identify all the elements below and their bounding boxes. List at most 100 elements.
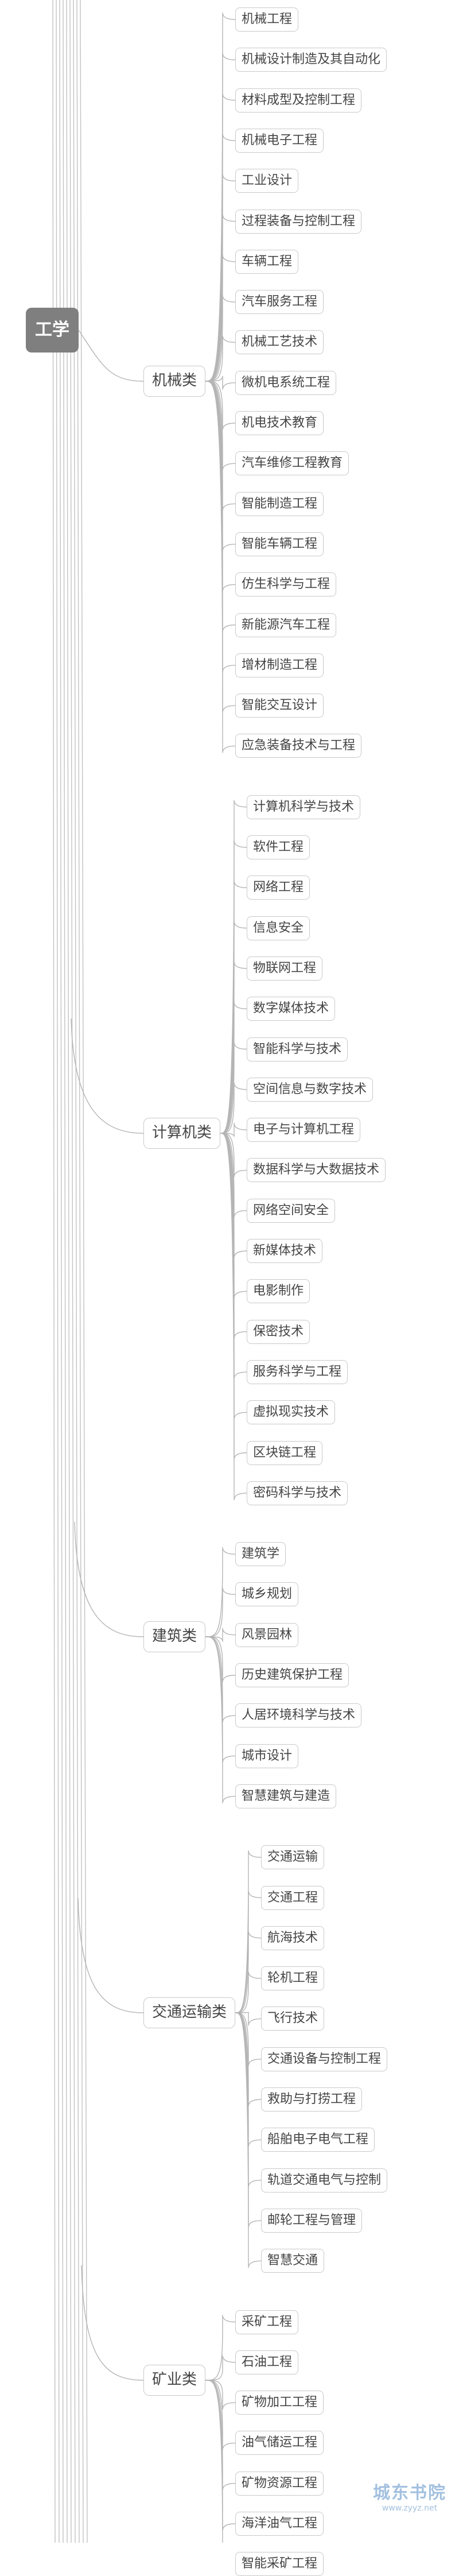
major-node[interactable]: 应急装备技术与工程 [235,734,362,758]
connector-line [66,0,72,2543]
major-node[interactable]: 汽车服务工程 [235,290,324,315]
major-node[interactable]: 城乡规划 [235,1582,299,1607]
major-node[interactable]: 交通运输 [261,1845,325,1870]
major-node[interactable]: 采矿工程 [235,2310,299,2334]
connector-line [205,2380,236,2410]
major-node[interactable]: 机电技术教育 [235,411,324,435]
major-node[interactable]: 电影制作 [247,1279,310,1304]
major-node[interactable]: 智能采矿工程 [235,2552,324,2576]
major-node[interactable]: 区块链工程 [247,1440,323,1465]
major-node[interactable]: 智能科学与技术 [247,1037,348,1062]
major-node[interactable]: 智慧交通 [261,2249,325,2273]
category-node[interactable]: 建筑类 [143,1621,206,1652]
major-node[interactable]: 机械设计制造及其自动化 [235,48,387,72]
major-node[interactable]: 船舶电子电气工程 [261,2128,375,2152]
major-node[interactable]: 人居环境科学与技术 [235,1703,362,1728]
major-node[interactable]: 信息安全 [247,916,310,940]
major-node[interactable]: 软件工程 [247,835,310,859]
connector-line [74,1521,144,1637]
connector-line [56,0,60,2543]
connector-line [205,2380,236,2450]
major-node[interactable]: 智能制造工程 [235,491,324,516]
category-node[interactable]: 交通运输类 [143,1997,236,2028]
connector-line [77,1897,144,2013]
connector-line [220,1133,247,1177]
major-node[interactable]: 智慧建筑与建造 [235,1784,337,1808]
connector-line [220,1042,247,1134]
major-node[interactable]: 矿物加工工程 [235,2391,324,2415]
major-node[interactable]: 飞行技术 [261,2006,325,2031]
major-node[interactable]: 石油工程 [235,2350,299,2374]
major-node[interactable]: 数字媒体技术 [247,997,336,1021]
major-node[interactable]: 保密技术 [247,1319,310,1344]
connector-line [205,1636,236,1723]
connector-line [52,0,56,2543]
major-node[interactable]: 历史建筑保护工程 [235,1663,349,1687]
connector-line [78,330,144,382]
major-node[interactable]: 微机电系统工程 [235,370,337,395]
major-node[interactable]: 建筑学 [235,1542,286,1567]
connector-line [205,381,236,431]
major-node[interactable]: 虚拟现实技术 [247,1400,336,1425]
category-node[interactable]: 机械类 [143,366,206,397]
major-node[interactable]: 密码科学与技术 [247,1481,348,1505]
category-node[interactable]: 矿业类 [143,2365,206,2396]
major-node[interactable]: 矿物资源工程 [235,2471,324,2496]
major-node[interactable]: 智能交互设计 [235,694,324,718]
connector-line [235,2012,262,2268]
connector-line [220,1133,247,1500]
watermark-subtitle: www.zyyz.net [382,2504,438,2513]
watermark-title: 城东书院 [373,2483,446,2503]
major-node[interactable]: 服务科学与工程 [247,1359,348,1384]
major-node[interactable]: 机械电子工程 [235,128,324,153]
major-node[interactable]: 网络工程 [247,876,310,900]
major-node[interactable]: 海洋油气工程 [235,2512,324,2536]
major-node[interactable]: 新媒体技术 [247,1239,323,1263]
connector-line [205,2355,236,2381]
major-node[interactable]: 航海技术 [261,1926,325,1950]
major-node[interactable]: 工业设计 [235,169,299,193]
major-node[interactable]: 交通设备与控制工程 [261,2047,388,2071]
connector-line [235,1931,262,2013]
major-node[interactable]: 邮轮工程与管理 [261,2208,363,2233]
connector-line [220,1002,247,1134]
connector-line [71,1018,144,1134]
connector-line [205,214,236,382]
connector-line [205,1636,236,1683]
major-node[interactable]: 材料成型及控制工程 [235,88,362,113]
connector-line [235,2011,262,2026]
connector-line [220,1123,247,1137]
major-node[interactable]: 仿生科学与工程 [235,572,337,597]
connector-line [63,0,68,2543]
connector-line [205,335,236,382]
major-node[interactable]: 计算机科学与技术 [247,795,361,819]
major-node[interactable]: 智能车辆工程 [235,532,324,556]
major-node[interactable]: 增材制造工程 [235,653,324,677]
root-node[interactable]: 工学 [26,308,79,352]
major-node[interactable]: 轮机工程 [261,1966,325,1991]
major-node[interactable]: 风景园林 [235,1622,299,1647]
major-node[interactable]: 电子与计算机工程 [247,1118,361,1142]
major-node[interactable]: 油气储运工程 [235,2431,324,2455]
major-node[interactable]: 救助与打捞工程 [261,2087,363,2112]
major-node[interactable]: 空间信息与数字技术 [247,1077,374,1102]
major-node[interactable]: 数据科学与大数据技术 [247,1158,386,1183]
connector-line [235,2012,262,2066]
major-node[interactable]: 过程装备与控制工程 [235,209,362,234]
major-node[interactable]: 城市设计 [235,1744,299,1768]
major-node[interactable]: 车辆工程 [235,249,299,274]
major-node[interactable]: 机械工程 [235,7,299,32]
category-node[interactable]: 计算机类 [143,1118,221,1149]
major-node[interactable]: 网络空间安全 [247,1198,336,1223]
major-node[interactable]: 轨道交通电气与控制 [261,2168,388,2192]
major-node[interactable]: 交通工程 [261,1885,325,1910]
major-node[interactable]: 机械工艺技术 [235,330,324,355]
connector-line [205,1636,236,1803]
connector-line [205,375,236,390]
connector-line [205,2315,236,2381]
major-node[interactable]: 物联网工程 [247,956,323,981]
connector-line [205,2380,223,2543]
major-node[interactable]: 新能源汽车工程 [235,613,337,637]
major-node[interactable]: 汽车维修工程教育 [235,451,349,476]
